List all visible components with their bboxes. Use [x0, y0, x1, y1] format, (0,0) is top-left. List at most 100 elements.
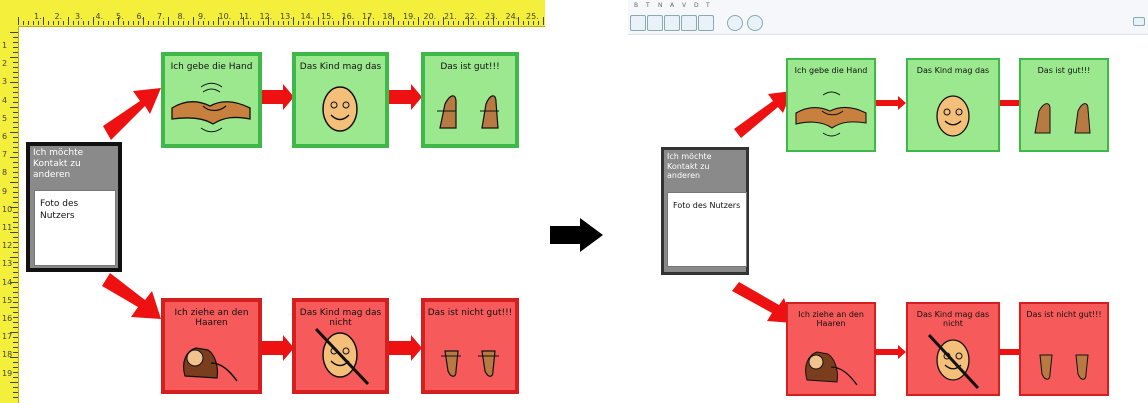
ruler-tick — [13, 212, 18, 213]
card-child-likes[interactable]: Das Kind mag das — [906, 58, 1000, 152]
ruler-tick — [543, 17, 544, 25]
ruler-tick — [13, 242, 18, 243]
card-title: Ich gebe die Hand — [170, 62, 253, 72]
ruler-tick — [488, 21, 489, 25]
toolbar-label: D — [694, 2, 699, 9]
ruler-mark: 6. — [136, 12, 145, 21]
user-contact-box[interactable]: Ich möchte Kontakt zu anderen Foto des N… — [661, 147, 749, 275]
ruler-tick — [268, 17, 269, 25]
ruler-mark: 18. — [382, 12, 396, 21]
smiling-egg-icon — [322, 86, 358, 132]
card-title: Das Kind mag das nicht — [299, 308, 382, 329]
ruler-mark: 7 — [2, 150, 8, 160]
ruler-tick — [243, 17, 244, 25]
ruler-tick — [13, 387, 18, 388]
ruler-tick — [248, 21, 249, 25]
ruler-tick — [13, 222, 18, 223]
ruler-tick — [10, 357, 18, 358]
ruler-tick — [10, 282, 18, 283]
hair-pulling-icon — [183, 347, 238, 382]
card-shaking-hands[interactable]: Ich gebe die Hand — [786, 58, 876, 152]
ruler-tick — [13, 42, 18, 43]
ruler-tick — [448, 21, 449, 25]
card-good[interactable]: Das ist gut!!! — [1019, 58, 1109, 152]
ruler-tick — [58, 21, 59, 25]
ruler-tick — [53, 21, 54, 25]
ruler-tick — [10, 382, 18, 383]
ruler-tick — [13, 352, 18, 353]
ruler-tick — [13, 47, 18, 48]
ruler-tick — [38, 21, 39, 25]
ruler-tick — [28, 21, 29, 25]
down-arrow-icon[interactable] — [727, 15, 743, 31]
ruler-tick — [203, 21, 204, 25]
ruler-mark: 19 — [2, 368, 13, 378]
thumbs-down-icon — [1039, 354, 1089, 380]
ruler-tick — [503, 21, 504, 25]
card-good[interactable]: Das ist gut!!! — [421, 52, 519, 148]
ruler-tick — [178, 21, 179, 25]
ruler-tick — [293, 17, 294, 25]
ruler-tick — [13, 367, 18, 368]
card-title: Das Kind mag das — [299, 62, 382, 72]
back-arrow-icon[interactable] — [630, 15, 646, 31]
user-contact-box[interactable]: Ich möchte Kontakt zu anderen Foto des N… — [26, 142, 122, 272]
card-shaking-hands[interactable]: Ich gebe die Hand — [161, 52, 262, 148]
ruler-tick — [113, 21, 114, 25]
card-not-good[interactable]: Das ist nicht gut!!! — [421, 298, 519, 394]
toolbar-label: B — [634, 2, 639, 9]
ruler-tick — [13, 302, 18, 303]
ruler-tick — [13, 112, 18, 113]
ruler-tick — [123, 21, 124, 25]
ruler-tick — [228, 21, 229, 25]
ruler-mark: 10. — [218, 12, 232, 21]
ruler-tick — [68, 17, 69, 25]
card-child-dislikes[interactable]: Das Kind mag das nicht — [292, 298, 389, 394]
ruler-tick — [13, 172, 18, 173]
card-child-dislikes[interactable]: Das Kind mag das nicht — [906, 302, 1000, 396]
ruler-tick — [348, 21, 349, 25]
search-icon[interactable] — [747, 15, 763, 31]
card-child-likes[interactable]: Das Kind mag das — [292, 52, 389, 148]
stop-icon[interactable] — [698, 15, 714, 31]
card-title: Das ist nicht gut!!! — [1026, 310, 1102, 319]
card-pull-hair[interactable]: Ich ziehe an den Haaren — [786, 302, 876, 396]
ruler-tick — [133, 21, 134, 25]
ruler-tick — [183, 21, 184, 25]
ruler-mark: 20. — [423, 12, 437, 21]
arrow-right — [389, 84, 422, 110]
ruler-mark: 15 — [2, 295, 13, 305]
toolbar-label: T — [706, 2, 710, 9]
card-not-good[interactable]: Das ist nicht gut!!! — [1019, 302, 1109, 396]
ruler-tick — [88, 21, 89, 25]
crossed-egg-icon — [927, 333, 980, 390]
ruler-tick — [473, 21, 474, 25]
user-contact-header: Ich möchte Kontakt zu anderen — [667, 152, 712, 181]
ruler-mark: 4 — [2, 95, 8, 105]
ruler-tick — [278, 21, 279, 25]
thumbs-down-icon — [441, 350, 499, 377]
ruler-tick — [73, 21, 74, 25]
ruler-tick — [13, 197, 18, 198]
ruler-tick — [483, 21, 484, 25]
arrow-right — [261, 335, 294, 361]
ruler-tick — [198, 21, 199, 25]
forward-arrow-icon[interactable] — [664, 15, 680, 31]
ruler-tick — [13, 62, 18, 63]
ruler-mark: 5 — [2, 113, 8, 123]
ruler-tick — [398, 21, 399, 25]
ruler-tick — [13, 142, 18, 143]
ruler-tick — [10, 157, 18, 158]
card-pull-hair[interactable]: Ich ziehe an den Haaren — [161, 298, 262, 394]
ruler-tick — [13, 137, 18, 138]
undo-icon[interactable] — [681, 15, 697, 31]
ruler-tick — [343, 17, 344, 25]
toolbar-label: N — [658, 2, 663, 9]
window-control-icon[interactable] — [1133, 17, 1145, 26]
ruler-mark: 11. — [239, 12, 252, 21]
home-icon[interactable] — [647, 15, 663, 31]
ruler-tick — [13, 152, 18, 153]
ruler-tick — [13, 342, 18, 343]
ruler-tick — [10, 32, 18, 33]
